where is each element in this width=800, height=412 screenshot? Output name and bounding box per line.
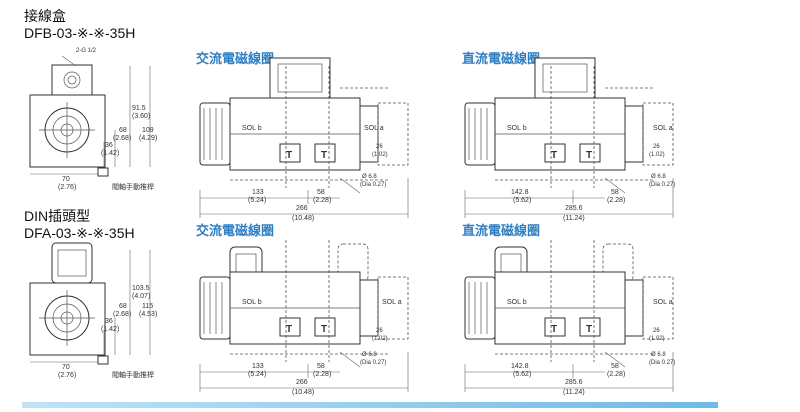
dfa-heading: DIN插頭型 DFA-03-※-※-35H xyxy=(24,208,135,242)
manual-override-label: 閥軸手動推桿 xyxy=(112,182,154,191)
svg-text:(2.76): (2.76) xyxy=(58,184,76,191)
svg-text:142.8: 142.8 xyxy=(511,363,529,370)
svg-text:(11.24): (11.24) xyxy=(563,389,585,396)
svg-text:36: 36 xyxy=(105,142,113,149)
manual-override xyxy=(97,167,109,177)
svg-text:285.6: 285.6 xyxy=(565,205,583,212)
svg-text:Ø 6.8: Ø 6.8 xyxy=(362,352,377,358)
svg-text:(1.42): (1.42) xyxy=(101,326,119,333)
svg-text:Ø 6.8: Ø 6.8 xyxy=(362,174,377,180)
svg-text:(Dia 0.27): (Dia 0.27) xyxy=(649,182,675,188)
dc-title-top: 直流電磁線圈 xyxy=(462,51,541,66)
svg-text:91.5: 91.5 xyxy=(132,105,146,112)
junction-box-cap xyxy=(51,64,93,96)
svg-text:115: 115 xyxy=(142,303,153,310)
svg-text:266: 266 xyxy=(296,205,308,212)
svg-text:58: 58 xyxy=(317,363,325,370)
sol-b-label: SOL b xyxy=(242,299,262,306)
svg-text:(5.62): (5.62) xyxy=(513,371,531,378)
svg-text:36: 36 xyxy=(105,318,113,325)
svg-text:133: 133 xyxy=(252,189,264,196)
svg-text:(2.76): (2.76) xyxy=(58,372,76,379)
svg-text:(Dia 0.27): (Dia 0.27) xyxy=(360,182,386,188)
svg-text:(4.29): (4.29) xyxy=(139,135,157,142)
port-circle xyxy=(63,71,81,89)
svg-text:26: 26 xyxy=(376,144,383,150)
svg-text:26: 26 xyxy=(376,328,383,334)
sol-b-label: SOL b xyxy=(507,299,527,306)
svg-text:103.5: 103.5 xyxy=(132,285,150,292)
dfb-heading: 接線盒 DFB-03-※-※-35H xyxy=(24,8,135,42)
svg-text:(2.28): (2.28) xyxy=(313,371,331,378)
svg-text:Ø 6.8: Ø 6.8 xyxy=(651,174,666,180)
dfb-side-view: 2-G 1/2 91.5 (3.60) 68 (2.68) 109 (4.29)… xyxy=(29,48,157,191)
svg-text:26: 26 xyxy=(653,328,660,334)
svg-text:142.8: 142.8 xyxy=(511,189,529,196)
manual-override-label: 閥軸手動推桿 xyxy=(112,370,154,379)
svg-text:58: 58 xyxy=(611,363,619,370)
svg-text:68: 68 xyxy=(119,127,127,134)
dfb-heading-title: 接線盒 xyxy=(24,8,66,24)
svg-text:109: 109 xyxy=(142,127,154,134)
sol-a-label: SOL a xyxy=(653,125,673,132)
svg-text:70: 70 xyxy=(62,364,70,371)
svg-text:Ø 6.8: Ø 6.8 xyxy=(651,352,666,358)
ac-junction-valve: SOL b SOL a 26 (1.02) Ø 6.8 (Dia 0.27) 1… xyxy=(199,57,409,222)
dc-din-valve: SOL b SOL a 26 (1.02) Ø 6.8 (Dia 0.27) 1… xyxy=(464,239,675,396)
port-label: 2-G 1/2 xyxy=(76,48,97,54)
sol-a-label: SOL a xyxy=(364,125,384,132)
sol-b-label: SOL b xyxy=(242,125,262,132)
svg-text:285.6: 285.6 xyxy=(565,379,583,386)
svg-text:58: 58 xyxy=(611,189,619,196)
svg-text:(11.24): (11.24) xyxy=(563,215,585,222)
svg-text:133: 133 xyxy=(252,363,264,370)
dfa-heading-model: DFA-03-※-※-35H xyxy=(24,225,135,241)
dfa-heading-title: DIN插頭型 xyxy=(24,208,91,224)
svg-text:(1.42): (1.42) xyxy=(101,150,119,157)
svg-text:266: 266 xyxy=(296,379,308,386)
svg-text:58: 58 xyxy=(317,189,325,196)
svg-text:(2.28): (2.28) xyxy=(607,371,625,378)
dfb-heading-model: DFB-03-※-※-35H xyxy=(24,25,136,41)
svg-text:(4.53): (4.53) xyxy=(139,311,157,318)
svg-text:68: 68 xyxy=(119,303,127,310)
svg-text:(Dia 0.27): (Dia 0.27) xyxy=(649,360,675,366)
sol-a-label: SOL a xyxy=(653,299,673,306)
dc-junction-valve: SOL b SOL a 26 (1.02) Ø 6.8 (Dia 0.27) 1… xyxy=(464,57,675,222)
dfa-side-view: 103.5 (4.07) 68 (2.68) 115 (4.53) 36 (1.… xyxy=(29,242,157,379)
svg-text:(Dia 0.27): (Dia 0.27) xyxy=(360,360,386,366)
svg-text:(2.28): (2.28) xyxy=(313,197,331,204)
manual-override xyxy=(97,355,109,365)
ac-din-valve: SOL b SOL a 26 (1.02) Ø 6.8 (Dia 0.27) 1… xyxy=(199,239,409,396)
svg-text:(5.24): (5.24) xyxy=(248,197,266,204)
svg-text:(1.02): (1.02) xyxy=(372,152,388,158)
svg-text:70: 70 xyxy=(62,176,70,183)
svg-text:(2.68): (2.68) xyxy=(113,311,131,318)
svg-text:(1.02): (1.02) xyxy=(372,336,388,342)
svg-text:(2.28): (2.28) xyxy=(607,197,625,204)
ac-title-top: 交流電磁線圈 xyxy=(196,51,275,66)
sol-b-label: SOL b xyxy=(507,125,527,132)
svg-text:(10.48): (10.48) xyxy=(292,215,314,222)
svg-text:(10.48): (10.48) xyxy=(292,389,314,396)
svg-text:(5.62): (5.62) xyxy=(513,197,531,204)
ac-title-bottom: 交流電磁線圈 xyxy=(196,223,275,238)
svg-text:26: 26 xyxy=(653,144,660,150)
sol-a-label: SOL a xyxy=(382,299,402,306)
svg-text:(3.60): (3.60) xyxy=(132,113,150,120)
svg-text:(5.24): (5.24) xyxy=(248,371,266,378)
svg-text:(4.07): (4.07) xyxy=(132,293,150,300)
svg-text:(1.02): (1.02) xyxy=(649,336,665,342)
dc-title-bottom: 直流電磁線圈 xyxy=(462,223,541,238)
svg-text:(2.68): (2.68) xyxy=(113,135,131,142)
svg-text:(1.02): (1.02) xyxy=(649,152,665,158)
footer-accent-bar xyxy=(22,402,718,408)
